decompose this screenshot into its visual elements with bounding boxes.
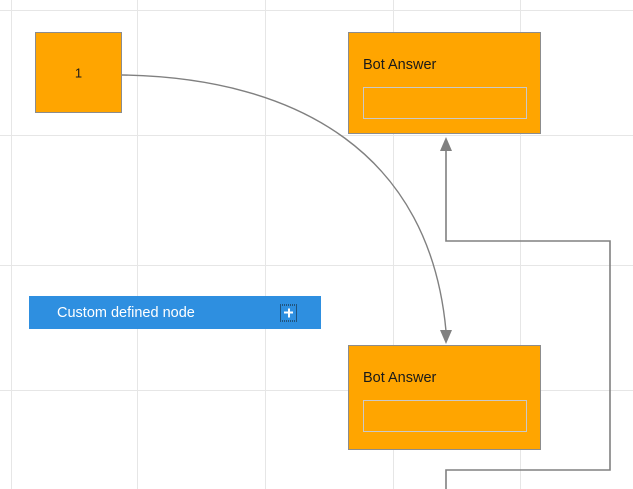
grid-line-vertical-0	[11, 0, 12, 489]
grid-line-horizontal-2	[0, 265, 633, 266]
custom-defined-node-label: Custom defined node	[57, 304, 195, 321]
plus-icon[interactable]	[280, 304, 297, 321]
node-bot-answer-bottom[interactable]: Bot Answer	[348, 345, 541, 450]
node-title: Bot Answer	[363, 370, 437, 386]
node-index-label: 1	[74, 65, 83, 80]
grid-line-vertical-2	[265, 0, 266, 489]
grid-line-horizontal-1	[0, 135, 633, 136]
grid-line-horizontal-0	[0, 10, 633, 11]
node-index-1[interactable]: 1	[35, 32, 122, 113]
grid-line-horizontal-3	[0, 390, 633, 391]
node-title: Bot Answer	[363, 57, 437, 73]
grid-line-vertical-1	[137, 0, 138, 489]
custom-defined-node-bar[interactable]: Custom defined node	[29, 296, 321, 329]
node-answer-slot[interactable]	[363, 400, 527, 432]
plus-icon-vertical-bar	[287, 308, 290, 317]
node-answer-slot[interactable]	[363, 87, 527, 119]
node-bot-answer-top[interactable]: Bot Answer	[348, 32, 541, 134]
